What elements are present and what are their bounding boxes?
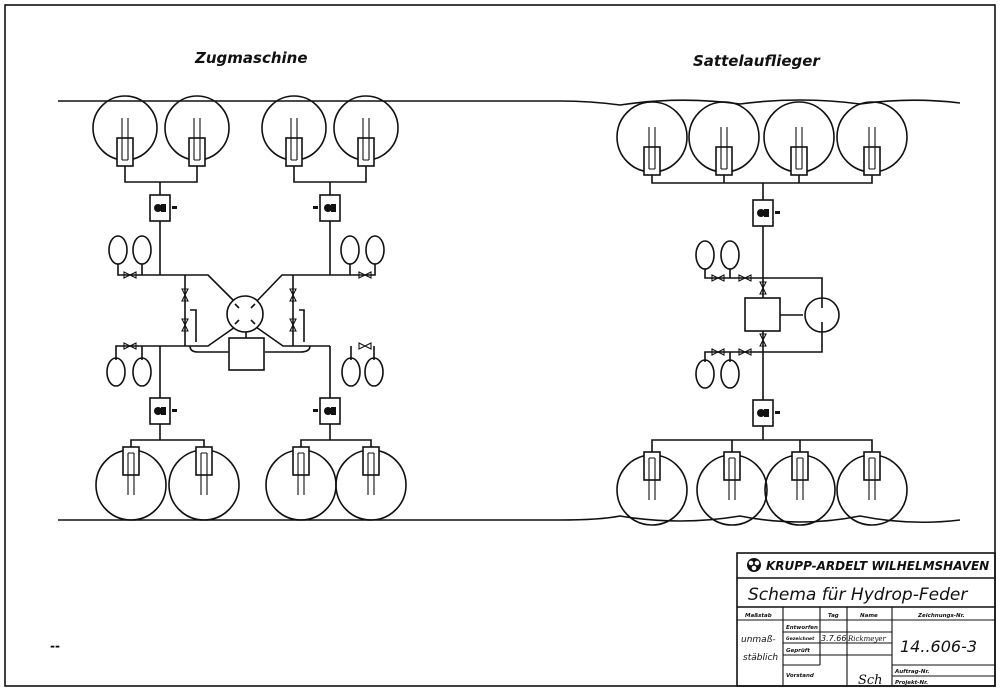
wheel-with-cylinder (763, 101, 835, 176)
company-name: KRUPP-ARDELT WILHELMSHAVEN (766, 559, 989, 573)
wheel-with-cylinder (168, 446, 240, 521)
check-valve (711, 348, 725, 356)
drawing-title: Schema für Hydrop-Feder (748, 585, 968, 605)
wheel-with-cylinder (764, 451, 836, 526)
damper-valve (149, 397, 177, 425)
damper-valve (752, 399, 780, 427)
row-geprueft: Geprüft (786, 648, 810, 654)
trailer-lines (651, 175, 873, 452)
wheel-with-cylinder (836, 101, 908, 176)
check-valve (289, 288, 297, 302)
accumulator (720, 359, 740, 389)
scale-value-line1: unmaß- (741, 635, 776, 645)
label-projekt-nr: Projekt-Nr. (895, 680, 928, 686)
wheel-with-cylinder (696, 451, 768, 526)
krupp-logo-icon (747, 558, 761, 572)
accumulator (132, 235, 152, 265)
check-valve (738, 274, 752, 282)
accumulator (106, 357, 126, 387)
accumulator (720, 240, 740, 270)
check-valve (358, 271, 372, 279)
margin-mark: -- (50, 639, 60, 653)
heading-semitrailer: Sattelauflieger (693, 52, 821, 70)
drawing-border (4, 4, 996, 687)
label-name: Name (860, 613, 878, 619)
check-valve (738, 348, 752, 356)
drawn-by-name: Rickmeyer (847, 635, 887, 643)
check-valve (289, 318, 297, 332)
pump-circle-tractor (226, 295, 264, 333)
damper-valve (149, 194, 177, 222)
wheel-with-cylinder (335, 446, 407, 521)
damper-valve (752, 199, 780, 227)
wheel-with-cylinder (333, 95, 399, 167)
check-valve (123, 342, 137, 350)
wheel-with-cylinder (265, 446, 337, 521)
damper-valve (313, 397, 341, 425)
label-auftrag-nr: Auftrag-Nr. (894, 669, 929, 675)
scale-value-line2: stäblich (743, 653, 778, 663)
check-valve (181, 288, 189, 302)
wheel-with-cylinder (616, 101, 688, 176)
wheel-with-cylinder (261, 95, 327, 167)
accumulator (132, 357, 152, 387)
accumulator (364, 357, 384, 387)
road-line-top (58, 99, 961, 106)
accumulator (695, 240, 715, 270)
row-entworfen: Entworfen (786, 625, 818, 631)
drawing-number: 14..606-3 (900, 637, 977, 656)
check-valve (759, 333, 767, 347)
accumulator (340, 235, 360, 265)
approver-signature: Sch (858, 673, 883, 688)
pump-circle-trailer (804, 297, 840, 333)
wheel-with-cylinder (164, 95, 230, 167)
wheel-with-cylinder (616, 451, 688, 526)
label-zeichnungs-nr: Zeichnungs-Nr. (917, 613, 965, 619)
title-block: KRUPP-ARDELT WILHELMSHAVEN Schema für Hy… (736, 552, 996, 688)
reservoir-box-trailer (744, 297, 781, 332)
row-gezeichnet: Gezeichnet (786, 636, 815, 642)
tractor-lines (115, 166, 376, 447)
wheel-with-cylinder (836, 451, 908, 526)
label-massstab: Maßstab (745, 613, 772, 619)
damper-valve (313, 194, 341, 222)
accumulator (365, 235, 385, 265)
check-valve (358, 342, 372, 350)
reservoir-box-tractor (228, 332, 265, 371)
accumulator (341, 357, 361, 387)
drawn-date: 3.7.66 (821, 634, 846, 643)
check-valve (759, 281, 767, 295)
accumulator (108, 235, 128, 265)
row-vorstand: Vorstand (786, 673, 814, 679)
accumulator (695, 359, 715, 389)
check-valve (711, 274, 725, 282)
heading-tractor: Zugmaschine (194, 49, 308, 67)
wheel-with-cylinder (92, 95, 158, 167)
wheel-with-cylinder (95, 446, 167, 521)
label-tag: Tag (828, 613, 839, 619)
wheel-with-cylinder (688, 101, 760, 176)
check-valve (123, 271, 137, 279)
check-valve (181, 318, 189, 332)
